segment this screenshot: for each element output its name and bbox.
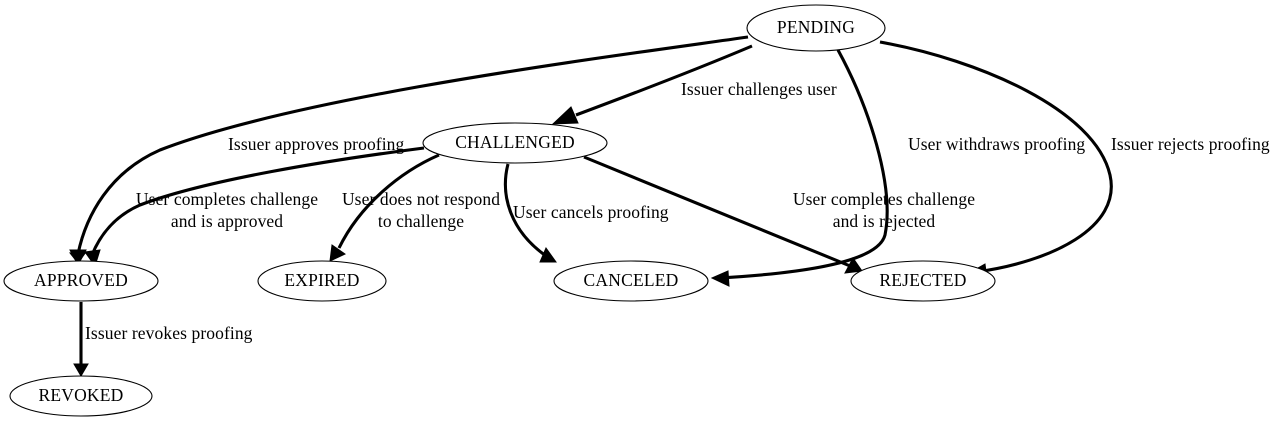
edge-challenged-to-rejected-arrowhead [844, 257, 863, 274]
node-challenged-label: CHALLENGED [455, 132, 575, 152]
edge-challenged-to-canceled-path [503, 163, 550, 260]
edge-label-user-completes-challenge-approved-line1: User completes challenge [136, 189, 318, 209]
node-rejected-ellipse [850, 260, 996, 302]
edge-label-user-cancels-proofing: User cancels proofing [513, 202, 669, 222]
node-pending-label: PENDING [777, 17, 855, 37]
edge-label-user-completes-challenge-rejected-line2: and is rejected [833, 211, 936, 231]
edge-label-user-completes-challenge-rejected-line1: User completes challenge [793, 189, 975, 209]
edge-challenged-to-approved-path [90, 146, 425, 256]
edge-label-issuer-challenges-user: Issuer challenges user [681, 79, 837, 99]
node-approved-label: APPROVED [34, 270, 128, 290]
edge-label-user-does-not-respond-line1: User does not respond [342, 189, 500, 209]
node-approved[interactable]: APPROVED [3, 260, 159, 302]
node-expired-label: EXPIRED [284, 270, 359, 290]
edge-approved-to-revoked[interactable]: Issuer revokes proofing [73, 302, 253, 377]
edge-challenged-to-expired-path [337, 153, 440, 249]
node-canceled[interactable]: CANCELED [553, 260, 709, 302]
edge-label-issuer-revokes-proofing: Issuer revokes proofing [85, 323, 253, 343]
node-pending[interactable]: PENDING [746, 4, 886, 52]
edge-label-user-does-not-respond-line2: to challenge [378, 211, 464, 231]
edge-pending-to-approved-arrowhead-fill [69, 249, 87, 267]
edge-challenged-to-canceled[interactable]: User cancels proofing [503, 163, 669, 263]
edge-label-user-completes-challenge-approved-line2: and is approved [171, 211, 283, 231]
node-challenged[interactable]: CHALLENGED [422, 122, 608, 164]
node-rejected[interactable]: REJECTED [850, 260, 996, 302]
node-challenged-ellipse [422, 122, 608, 164]
node-approved-ellipse [3, 260, 159, 302]
edge-pending-to-approved[interactable]: Issuer approves proofing [69, 35, 749, 267]
node-expired-ellipse [257, 260, 387, 302]
node-rejected-label: REJECTED [879, 270, 966, 290]
edge-pending-to-canceled-arrowhead [710, 270, 730, 287]
edge-challenged-to-canceled-arrowhead [539, 246, 557, 263]
edge-pending-to-challenged[interactable]: Issuer challenges user [551, 44, 837, 125]
node-canceled-ellipse [553, 260, 709, 302]
node-revoked-ellipse [9, 375, 153, 417]
edge-challenged-to-expired-arrowhead [329, 244, 347, 262]
edge-challenged-to-rejected[interactable]: User completes challenge and is rejected [583, 155, 975, 274]
edge-pending-to-challenged-arrowhead [551, 106, 579, 125]
edge-pending-to-challenged-path [575, 44, 753, 117]
edge-challenged-to-approved[interactable]: User completes challenge and is approved [84, 146, 425, 268]
node-expired[interactable]: EXPIRED [257, 260, 387, 302]
edge-challenged-to-expired[interactable]: User does not respond to challenge [329, 153, 500, 262]
edge-pending-to-canceled[interactable]: User withdraws proofing [710, 49, 1085, 287]
node-pending-ellipse [746, 4, 886, 52]
edge-pending-to-rejected-path [879, 40, 1113, 274]
edge-challenged-to-rejected-path [583, 155, 856, 270]
edge-approved-to-revoked-arrowhead [73, 363, 89, 377]
edge-label-user-withdraws-proofing: User withdraws proofing [908, 134, 1085, 154]
edge-pending-to-canceled-path [718, 49, 889, 280]
edge-label-issuer-approves-proofing: Issuer approves proofing [228, 134, 405, 154]
node-revoked-label: REVOKED [38, 385, 123, 405]
node-revoked[interactable]: REVOKED [9, 375, 153, 417]
edge-pending-to-approved-path [76, 35, 749, 255]
edge-pending-to-rejected[interactable]: Issuer rejects proofing [879, 40, 1270, 280]
node-canceled-label: CANCELED [584, 270, 679, 290]
edge-label-issuer-rejects-proofing: Issuer rejects proofing [1111, 134, 1270, 154]
